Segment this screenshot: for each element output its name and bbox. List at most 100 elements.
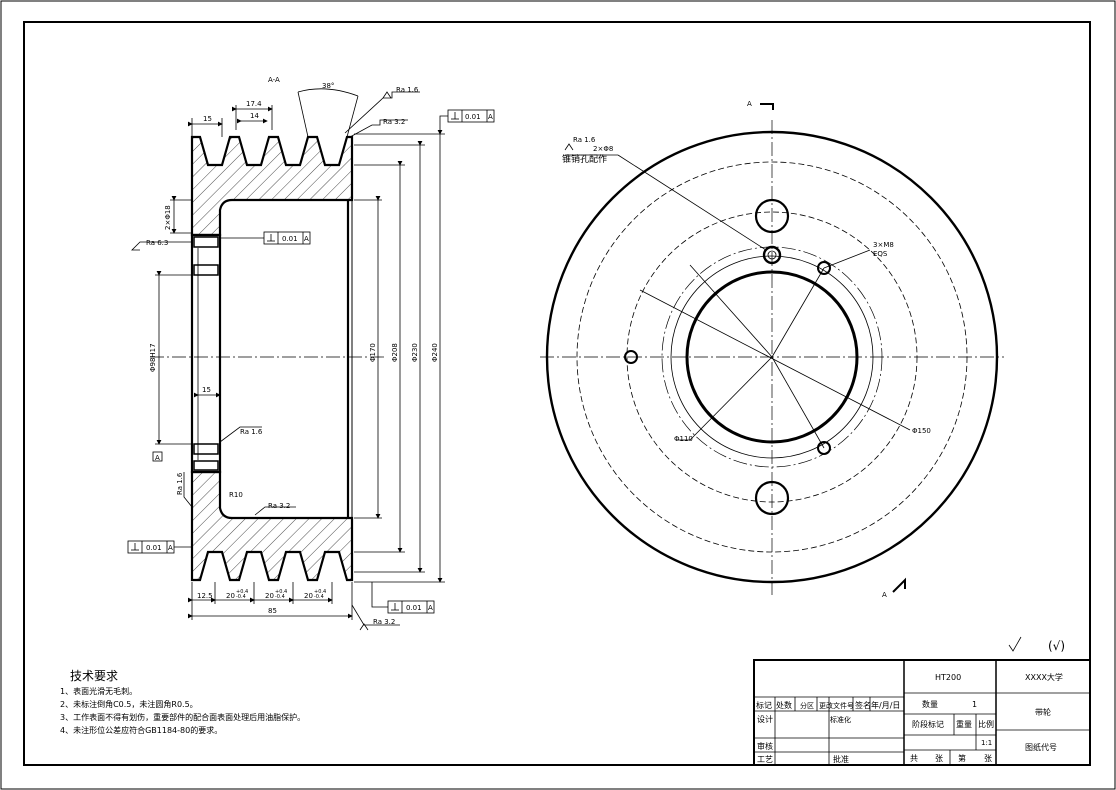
dim-240: Φ240 bbox=[431, 343, 439, 362]
datum-box bbox=[152, 451, 163, 462]
pin-hole-large-top bbox=[754, 198, 790, 234]
rim-top-section bbox=[190, 135, 354, 237]
pin-hole-top bbox=[193, 236, 219, 248]
svg-text:重量: 重量 bbox=[956, 719, 972, 729]
title-block: HT200 XXXX大学 带轮 图纸代号 数量 1 阶段标记 重量 比例 1:1… bbox=[753, 659, 1091, 766]
svg-text:更改文件号: 更改文件号 bbox=[819, 701, 854, 710]
svg-text:Ra 1.6: Ra 1.6 bbox=[573, 136, 596, 144]
dim-r10: R10 bbox=[229, 491, 243, 499]
svg-text:0.01: 0.01 bbox=[406, 604, 422, 612]
inner-frame bbox=[23, 21, 1091, 766]
svg-text:15: 15 bbox=[203, 115, 212, 123]
svg-text:-0.4: -0.4 bbox=[236, 594, 246, 600]
dim-bore: Φ98H17 bbox=[149, 343, 157, 372]
svg-text:处数: 处数 bbox=[776, 700, 792, 710]
dim-85: 85 bbox=[268, 607, 277, 615]
svg-text:Ra 6.3: Ra 6.3 bbox=[146, 239, 168, 247]
svg-text:+0.4: +0.4 bbox=[236, 589, 248, 595]
tech-req-item: 3、工作表面不得有划伤，重要部件的配合面表面处理后用油脂保护。 bbox=[60, 712, 305, 722]
svg-text:阶段标记: 阶段标记 bbox=[912, 719, 944, 729]
svg-text:20: 20 bbox=[304, 592, 313, 600]
school: XXXX大学 bbox=[1025, 672, 1063, 682]
svg-text:2×Φ8: 2×Φ8 bbox=[593, 145, 613, 153]
svg-text:A: A bbox=[488, 113, 493, 121]
svg-text:共: 共 bbox=[910, 754, 918, 763]
pin-hole-large-bottom bbox=[754, 480, 790, 516]
svg-text:17.4: 17.4 bbox=[246, 100, 262, 108]
svg-text:(√): (√) bbox=[1048, 639, 1065, 653]
svg-text:审核: 审核 bbox=[757, 741, 773, 751]
part-name: 带轮 bbox=[1035, 707, 1051, 717]
svg-text:Φ110: Φ110 bbox=[674, 435, 693, 443]
svg-text:20: 20 bbox=[265, 592, 274, 600]
svg-text:-0.4: -0.4 bbox=[275, 594, 285, 600]
thread-hole-1 bbox=[817, 261, 831, 275]
svg-text:A: A bbox=[882, 591, 887, 599]
tech-req-item: 2、未标注倒角C0.5，未注圆角R0.5。 bbox=[60, 699, 198, 709]
svg-text:年/月/日: 年/月/日 bbox=[871, 700, 900, 710]
dim-170: Φ170 bbox=[369, 343, 377, 362]
svg-text:12.5: 12.5 bbox=[197, 592, 213, 600]
dim-230: Φ230 bbox=[411, 343, 419, 362]
tech-req-title: 技术要求 bbox=[70, 669, 118, 683]
svg-text:Ra 3.2: Ra 3.2 bbox=[373, 618, 395, 626]
hub-section bbox=[190, 233, 222, 474]
svg-text:0.01: 0.01 bbox=[465, 113, 481, 121]
general-roughness: (√) bbox=[1008, 636, 1065, 653]
svg-text:张: 张 bbox=[935, 754, 943, 763]
svg-text:1:1: 1:1 bbox=[981, 739, 992, 747]
svg-text:0.01: 0.01 bbox=[282, 235, 298, 243]
svg-text:A: A bbox=[155, 454, 160, 462]
svg-text:第: 第 bbox=[958, 753, 966, 763]
material: HT200 bbox=[935, 673, 961, 682]
svg-text:A: A bbox=[168, 544, 173, 552]
svg-text:工艺: 工艺 bbox=[757, 755, 773, 764]
svg-text:Φ150: Φ150 bbox=[912, 427, 931, 435]
svg-text:+0.4: +0.4 bbox=[314, 589, 326, 595]
thread-hole-2 bbox=[817, 441, 831, 455]
svg-text:0.01: 0.01 bbox=[146, 544, 162, 552]
svg-text:张: 张 bbox=[984, 754, 992, 763]
technical-requirements: 技术要求 1、表面光滑无毛刺。 2、未标注倒角C0.5，未注圆角R0.5。 3、… bbox=[60, 669, 305, 735]
svg-text:分区: 分区 bbox=[800, 701, 814, 710]
svg-text:A: A bbox=[304, 235, 309, 243]
svg-text:+0.4: +0.4 bbox=[275, 589, 287, 595]
svg-text:标准化: 标准化 bbox=[830, 715, 851, 724]
svg-text:14: 14 bbox=[250, 112, 259, 120]
svg-text:签名: 签名 bbox=[855, 700, 871, 710]
svg-text:批准: 批准 bbox=[833, 754, 849, 764]
svg-text:Ra 1.6: Ra 1.6 bbox=[396, 86, 419, 94]
svg-text:20: 20 bbox=[226, 592, 235, 600]
pin-hole-note: 锥销孔配作 bbox=[562, 153, 607, 165]
svg-text:A: A bbox=[428, 604, 433, 612]
drawing-number: 图纸代号 bbox=[1025, 742, 1057, 752]
svg-text:Ra 1.6: Ra 1.6 bbox=[240, 428, 263, 436]
tech-req-item: 1、表面光滑无毛刺。 bbox=[60, 686, 137, 696]
dim-208: Φ208 bbox=[391, 343, 399, 362]
section-view: A-A Φ170 Φ208 Φ230 Φ240 bbox=[127, 76, 495, 631]
svg-text:Ra 1.6: Ra 1.6 bbox=[176, 472, 184, 495]
groove-angle: 38° bbox=[322, 82, 334, 90]
tech-req-item: 4、未注形位公差应符合GB1184-80的要求。 bbox=[60, 725, 222, 735]
thread-hole-3 bbox=[624, 350, 638, 364]
svg-text:EQS: EQS bbox=[873, 250, 888, 258]
svg-text:设计: 设计 bbox=[757, 714, 773, 724]
svg-text:1: 1 bbox=[972, 700, 977, 709]
svg-text:数量: 数量 bbox=[922, 699, 938, 709]
svg-text:比例: 比例 bbox=[978, 719, 994, 729]
svg-text:标记: 标记 bbox=[756, 700, 772, 710]
svg-text:Ra 3.2: Ra 3.2 bbox=[268, 502, 290, 510]
section-label: A-A bbox=[268, 76, 280, 84]
taper-pin-hole bbox=[762, 245, 782, 265]
svg-text:Ra 3.2: Ra 3.2 bbox=[383, 118, 405, 126]
pin-hole-bottom bbox=[193, 443, 219, 455]
rim-bottom-section bbox=[190, 470, 354, 582]
dim-2x18: 2×Φ18 bbox=[164, 205, 172, 230]
svg-text:15: 15 bbox=[202, 386, 211, 394]
svg-text:-0.4: -0.4 bbox=[314, 594, 324, 600]
svg-text:A: A bbox=[747, 100, 752, 108]
front-view: Ra 1.6 2×Φ8 锥销孔配作 3×M8 EQS Φ110 Φ150 A A bbox=[540, 100, 1004, 599]
svg-text:3×M8: 3×M8 bbox=[873, 241, 894, 249]
